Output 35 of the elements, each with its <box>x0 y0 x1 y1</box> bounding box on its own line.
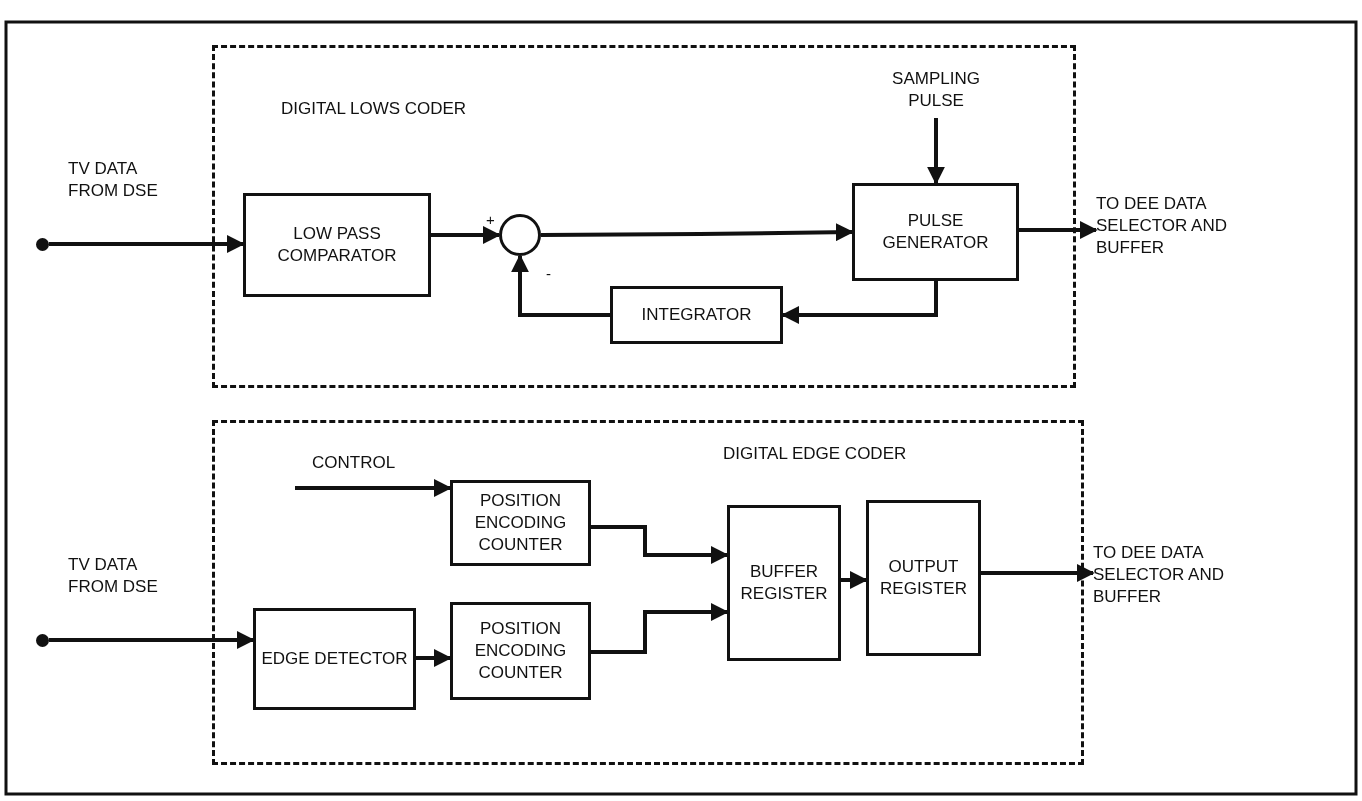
sign-label: - <box>546 264 551 284</box>
arrow <box>927 118 945 185</box>
signal-label: TV DATA FROM DSE <box>68 554 159 599</box>
process-box: POSITION ENCODING COUNTER <box>450 480 591 566</box>
arrow <box>1019 221 1098 239</box>
arrow <box>591 525 729 564</box>
group-title: DIGITAL LOWS CODER <box>281 98 467 120</box>
signal-label: SAMPLING PULSE <box>891 68 981 113</box>
signal-label: TV DATA FROM DSE <box>68 158 159 203</box>
sign-label: + <box>486 210 495 230</box>
signal-label: TO DEE DATA SELECTOR AND BUFFER <box>1096 193 1228 260</box>
arrow <box>591 603 729 654</box>
arrow <box>511 254 610 317</box>
process-box: BUFFER REGISTER <box>727 505 841 661</box>
signal-label: TO DEE DATA SELECTOR AND BUFFER <box>1093 542 1225 609</box>
arrow <box>781 281 938 324</box>
arrow <box>541 223 854 242</box>
signal-label: CONTROL <box>312 452 396 474</box>
arrow <box>295 479 452 497</box>
arrow <box>841 571 868 589</box>
process-box: OUTPUT REGISTER <box>866 500 981 656</box>
dashed-group-frame <box>212 420 1084 765</box>
arrow <box>981 564 1095 582</box>
process-box: PULSE GENERATOR <box>852 183 1019 281</box>
dashed-group-frame <box>212 45 1076 388</box>
summing-junction <box>499 214 541 256</box>
process-box: EDGE DETECTOR <box>253 608 416 710</box>
arrow <box>49 235 245 253</box>
process-box: LOW PASS COMPARATOR <box>243 193 431 297</box>
process-box: INTEGRATOR <box>610 286 783 344</box>
arrow <box>431 226 501 244</box>
group-title: DIGITAL EDGE CODER <box>723 443 907 465</box>
arrow <box>49 631 255 649</box>
process-box: POSITION ENCODING COUNTER <box>450 602 591 700</box>
arrow <box>416 649 452 667</box>
